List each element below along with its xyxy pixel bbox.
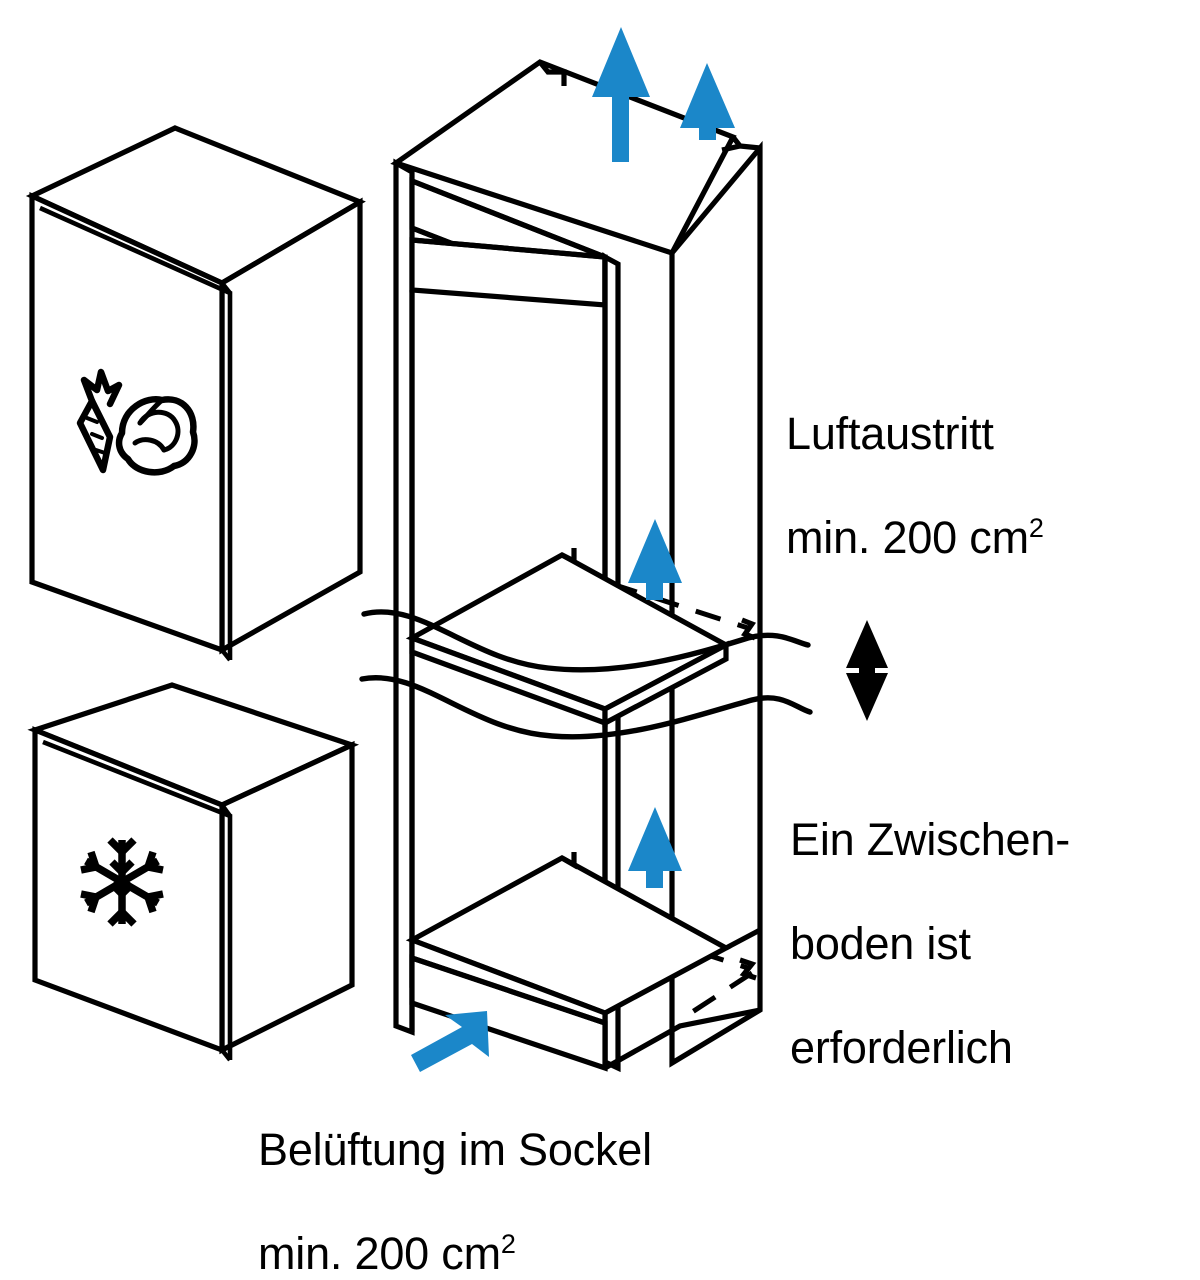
plinth-inlet-arrow	[411, 1011, 489, 1072]
label-plinth-ventilation: Belüftung im Sockel min. 200 cm2	[258, 1072, 652, 1280]
label-air-outlet-line2: min. 200 cm	[786, 512, 1029, 563]
diagram-canvas: Luftaustritt min. 200 cm2 Ein Zwischen- …	[25, 27, 1071, 1279]
break-line-upper	[361, 609, 811, 673]
break-line-lower	[359, 675, 813, 740]
cabinet-top-notch-left	[537, 60, 567, 86]
freezer-door-edge-3	[220, 1048, 232, 1062]
freezer-door-edge-2	[220, 803, 232, 818]
label-plinth-line1: Belüftung im Sockel	[258, 1124, 652, 1175]
cabinet-upper-rail2-line	[411, 237, 606, 260]
lower-compartment-arrow	[628, 807, 682, 888]
shelf-height-arrow	[846, 620, 888, 721]
label-shelf-line3: erforderlich	[790, 1022, 1013, 1073]
carrot-lettuce-icon	[76, 368, 198, 476]
cabinet-base	[405, 852, 762, 1072]
shelf-right-thickness	[602, 640, 729, 728]
label-intermediate-shelf: Ein Zwischen- boden ist erforderlich	[790, 762, 1070, 1074]
fridge-door-edge-2	[220, 281, 232, 295]
fridge-unit	[25, 125, 366, 662]
top-outlet-arrow-left	[592, 27, 650, 162]
cabinet-niche	[359, 59, 813, 1073]
label-air-outlet: Luftaustritt min. 200 cm2	[786, 356, 1044, 564]
base-right-edge	[724, 927, 762, 951]
airflow-arrows	[411, 27, 735, 1072]
label-air-outlet-superscript: 2	[1028, 513, 1044, 543]
cabinet-upper-rail-diagonal	[411, 178, 606, 260]
shelf-back-edge-dashed	[611, 581, 749, 631]
base-rear-left-riser	[560, 852, 577, 870]
cabinet-top-right-riser	[721, 143, 741, 153]
installation-diagram	[25, 27, 888, 1073]
base-front-rail2-line	[411, 955, 606, 1026]
snowflake-icon	[80, 837, 164, 927]
upper-compartment-arrow	[628, 519, 682, 600]
label-shelf-line1: Ein Zwischen-	[790, 814, 1070, 865]
shelf-height-arrow-shape	[846, 620, 888, 721]
label-plinth-superscript: 2	[500, 1229, 516, 1259]
freezer-unit	[27, 682, 360, 1062]
shelf-rear-left-riser	[560, 548, 577, 566]
fridge-side-face	[219, 197, 363, 655]
base-bottom-right-edge	[603, 1007, 761, 1071]
fridge-door-edge-3	[220, 648, 232, 662]
label-air-outlet-line1: Luftaustritt	[786, 408, 994, 459]
top-outlet-arrow-right	[680, 63, 735, 140]
label-plinth-line2: min. 200 cm	[258, 1228, 501, 1279]
label-shelf-line2: boden ist	[790, 918, 971, 969]
base-back-edge-dashed-2	[678, 970, 754, 1023]
